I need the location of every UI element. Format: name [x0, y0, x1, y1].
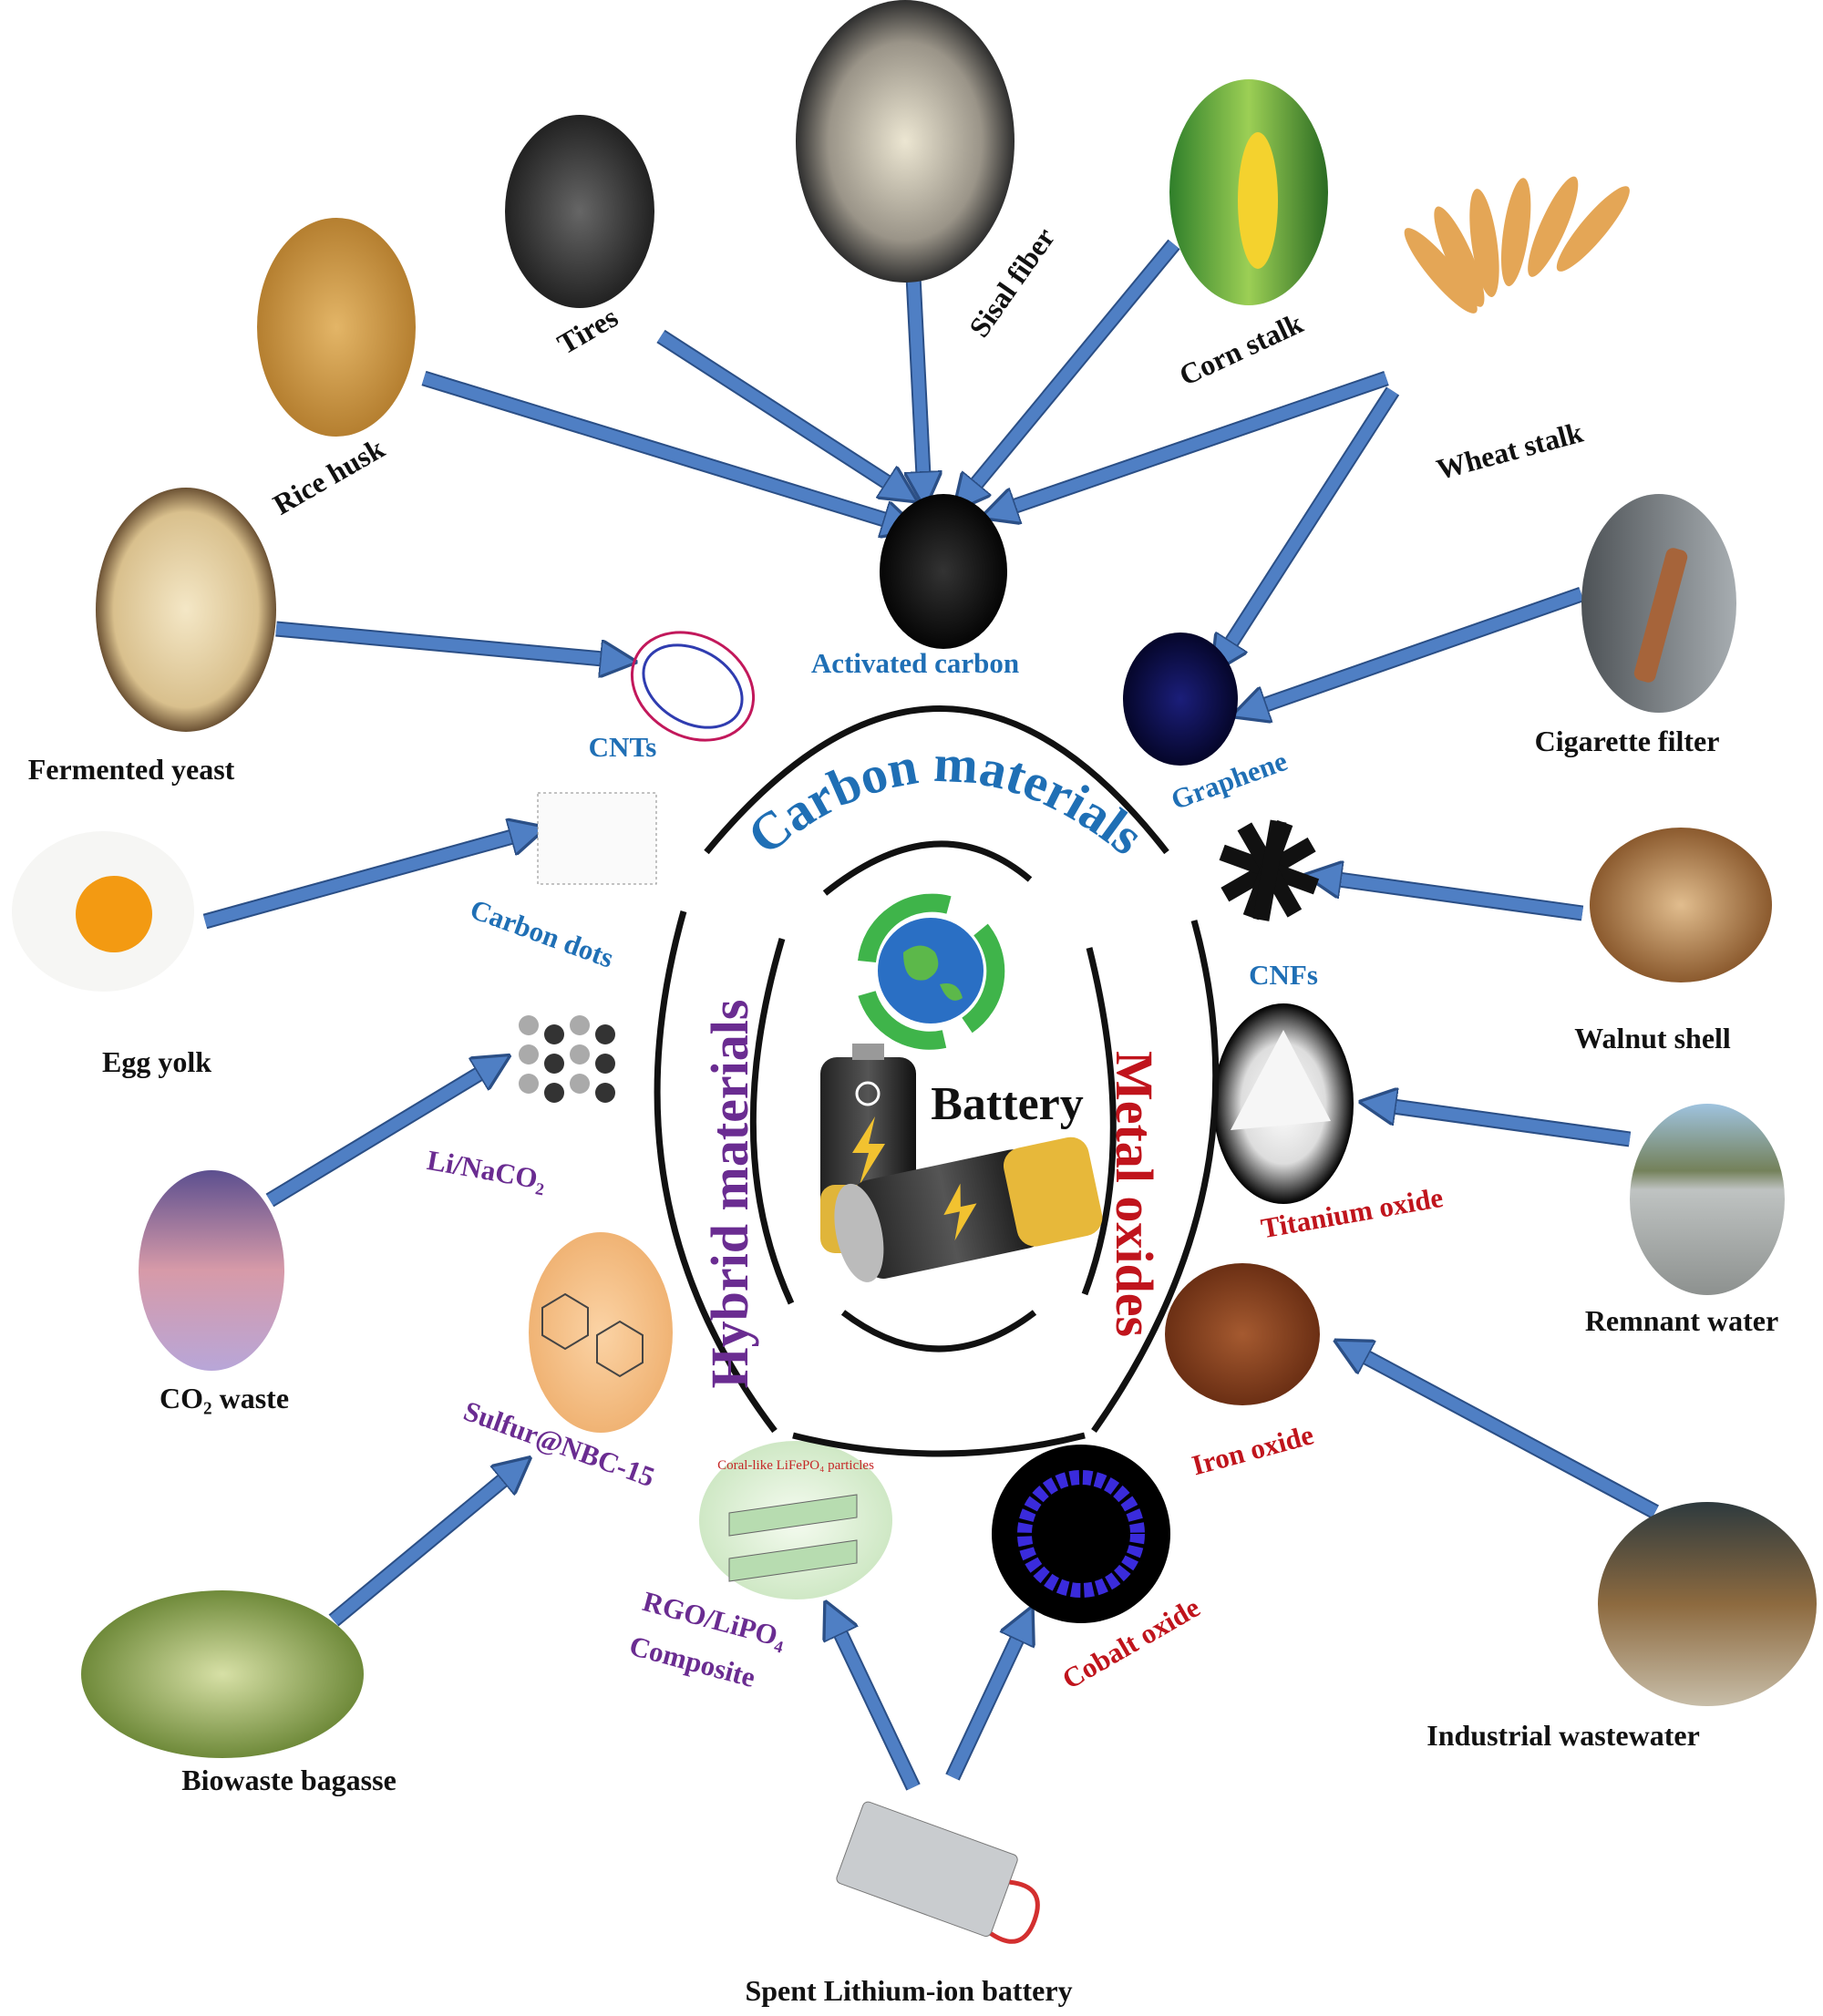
arrow-remnant-water [1374, 1104, 1631, 1146]
arrow-rice-husk [422, 372, 905, 526]
biowaste-bagasse-label: Biowaste bagasse [181, 1764, 397, 1796]
battery-icon [820, 1044, 1103, 1282]
center-battery-label: Battery [931, 1078, 1083, 1130]
iron-oxide-label: Iron oxide [1189, 1418, 1317, 1481]
li-naco2-label: Li/NaCO₂ [425, 1144, 549, 1196]
walnut-shell-image [1590, 828, 1772, 982]
arrow-industrial-wastewater [1347, 1347, 1659, 1517]
fermented-yeast-label: Fermented yeast [28, 753, 235, 786]
co2-waste-label: CO₂ waste [160, 1382, 289, 1414]
ring-right-inner [1081, 947, 1117, 1296]
egg-yolk-center [76, 876, 152, 952]
cnfs-image [1219, 819, 1320, 921]
arrow-cigarette-filter [1245, 588, 1584, 712]
graphene-image [1123, 633, 1238, 766]
wheat-stalk-image [1404, 176, 1630, 314]
cnts-label: CNTs [589, 731, 657, 763]
arrow-corn-stalk [963, 240, 1179, 500]
ring-left-outer [654, 910, 778, 1434]
rgo-sheets [728, 1494, 858, 1582]
titanium-oxide-powder [1231, 1030, 1331, 1130]
li-naco2-image [519, 1015, 615, 1103]
arrow-egg-yolk [203, 831, 532, 928]
arrow-sisal-fiber [913, 275, 924, 494]
spent-battery-image [836, 1801, 1040, 1944]
spent-battery-label: Spent Lithium-ion battery [745, 1974, 1072, 2007]
rgo-inset-caption: Coral-like LiFePO₄ particles [717, 1458, 874, 1473]
sulfur-molecule [541, 1292, 644, 1378]
ring-bottom-inner [840, 1310, 1037, 1353]
category-hybrid-materials: Hybrid materials [700, 1000, 759, 1389]
remnant-water-image [1630, 1104, 1785, 1295]
cnts-image [630, 631, 756, 742]
ring-top-inner [822, 840, 1033, 896]
wheat-stalk-label: Wheat stalk [1433, 416, 1586, 486]
ring-left-inner [749, 938, 795, 1305]
co2-waste-image [139, 1170, 284, 1371]
arrow-spent-battery-rgo [831, 1614, 919, 1790]
image-layer: Coral-like LiFePO₄ particles [12, 0, 1817, 1944]
arrow-walnut-shell [1319, 877, 1583, 920]
fermented-yeast-image [96, 488, 276, 732]
corn-stalk-label: Corn stalk [1174, 306, 1308, 392]
cigarette-filter-stick [1633, 548, 1688, 683]
tires-label: Tires [551, 300, 623, 360]
arrow-spent-battery-cobalt [947, 1620, 1026, 1780]
ring-bottom-outer [792, 1432, 1086, 1457]
corn-cob [1238, 132, 1278, 269]
carbon-dots-label: Carbon dots [466, 893, 618, 974]
category-rings [654, 705, 1220, 1457]
arrow-wheat-stalk-graphene [1220, 387, 1398, 661]
industrial-wastewater-image [1598, 1502, 1817, 1706]
activated-carbon-image [880, 494, 1007, 649]
iron-oxide-image [1165, 1263, 1320, 1405]
sisal-fiber-image [796, 0, 1014, 283]
recycle-globe-icon [858, 893, 1005, 1050]
cigarette-filter-label: Cigarette filter [1535, 725, 1720, 757]
arrow-fermented-yeast [275, 622, 623, 661]
biowaste-bagasse-image [81, 1590, 364, 1758]
walnut-shell-label: Walnut shell [1574, 1022, 1731, 1054]
remnant-water-label: Remnant water [1585, 1304, 1778, 1337]
arrow-tires [657, 331, 905, 494]
tires-image [505, 115, 654, 308]
category-metal-oxides: Metal oxides [1105, 1051, 1164, 1337]
egg-yolk-label: Egg yolk [102, 1045, 211, 1078]
rice-husk-image [257, 218, 416, 437]
arrow-biowaste-bagasse [329, 1466, 520, 1626]
ring-right-outer [1091, 920, 1220, 1434]
cobalt-oxide-ring [1017, 1470, 1145, 1598]
cnfs-label: CNFs [1249, 959, 1318, 991]
activated-carbon-label: Activated carbon [811, 647, 1019, 679]
arrow-wheat-stalk-ac [994, 372, 1389, 513]
industrial-wastewater-label: Industrial wastewater [1426, 1719, 1700, 1752]
arrow-co2-waste [266, 1063, 498, 1206]
carbon-dots-image [537, 792, 657, 885]
ring-top-outer [704, 705, 1169, 855]
arrow-layer [202, 239, 1660, 1791]
rice-husk-label: Rice husk [267, 431, 389, 520]
